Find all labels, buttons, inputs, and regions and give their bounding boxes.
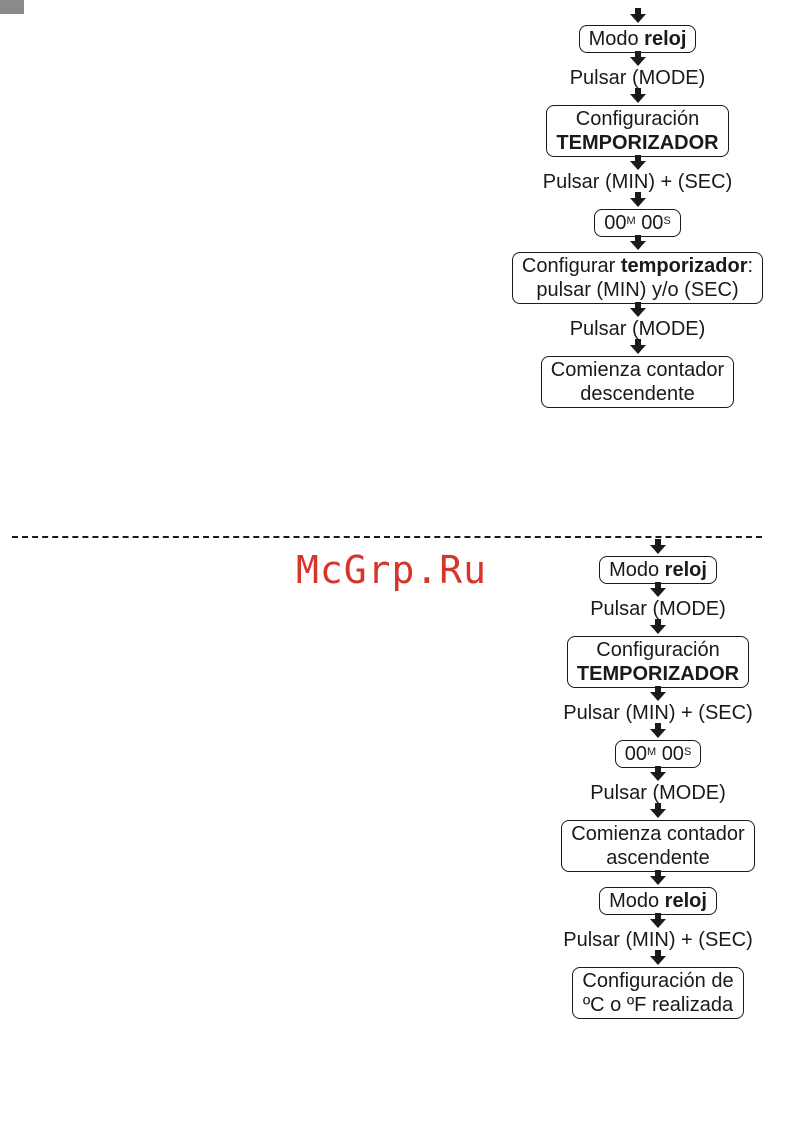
- arrow-down-icon: [650, 582, 666, 597]
- temperature-unit-box: Configuración de ºC o ºF realizada: [572, 967, 744, 1019]
- arrow-down-icon: [629, 339, 646, 354]
- arrow-down-icon: [629, 155, 646, 170]
- corner-marker: [0, 0, 24, 14]
- arrow-down-icon: [650, 766, 666, 781]
- arrow-down-icon: [629, 8, 646, 23]
- arrow-down-icon: [629, 192, 646, 207]
- countup-start-box: Comienza contador ascendente: [561, 820, 755, 872]
- arrow-down-icon: [650, 870, 666, 885]
- clock-mode-box-2: Modo reloj: [599, 887, 717, 915]
- countdown-start-box: Comienza contador descendente: [540, 356, 735, 408]
- arrow-down-icon: [650, 539, 666, 554]
- time-display-box: 00M 00S: [594, 209, 681, 237]
- step-press-min-sec-2: Pulsar (MIN) + (SEC): [563, 929, 753, 951]
- clock-mode-box: Modo reloj: [599, 556, 717, 584]
- flowchart-timer-countdown: Modo reloj Pulsar (MODE) Configuración T…: [489, 8, 786, 408]
- step-press-mode-2: Pulsar (MODE): [590, 782, 726, 804]
- arrow-down-icon: [650, 723, 666, 738]
- step-press-min-sec: Pulsar (MIN) + (SEC): [563, 702, 753, 724]
- timer-config-box: Configuración TEMPORIZADOR: [546, 105, 729, 157]
- arrow-down-icon: [650, 686, 666, 701]
- arrow-down-icon: [629, 88, 646, 103]
- timer-config-box: Configuración TEMPORIZADOR: [566, 636, 750, 688]
- arrow-down-icon: [650, 913, 666, 928]
- time-display-box: 00M 00S: [614, 740, 702, 768]
- step-press-mode-2: Pulsar (MODE): [569, 318, 706, 340]
- arrow-down-icon: [629, 235, 646, 250]
- arrow-down-icon: [650, 803, 666, 818]
- arrow-down-icon: [650, 619, 666, 634]
- arrow-down-icon: [650, 950, 666, 965]
- clock-mode-box: Modo reloj: [578, 25, 697, 53]
- arrow-down-icon: [629, 302, 646, 317]
- watermark: McGrp.Ru: [296, 548, 488, 592]
- step-press-mode: Pulsar (MODE): [569, 67, 706, 89]
- step-press-mode: Pulsar (MODE): [590, 598, 726, 620]
- arrow-down-icon: [629, 51, 646, 66]
- section-divider: [12, 536, 762, 538]
- step-press-min-sec: Pulsar (MIN) + (SEC): [542, 171, 733, 193]
- flowchart-timer-countup: Modo reloj Pulsar (MODE) Configuración T…: [530, 539, 786, 1019]
- configure-timer-box: Configurar temporizador: pulsar (MIN) y/…: [511, 252, 764, 304]
